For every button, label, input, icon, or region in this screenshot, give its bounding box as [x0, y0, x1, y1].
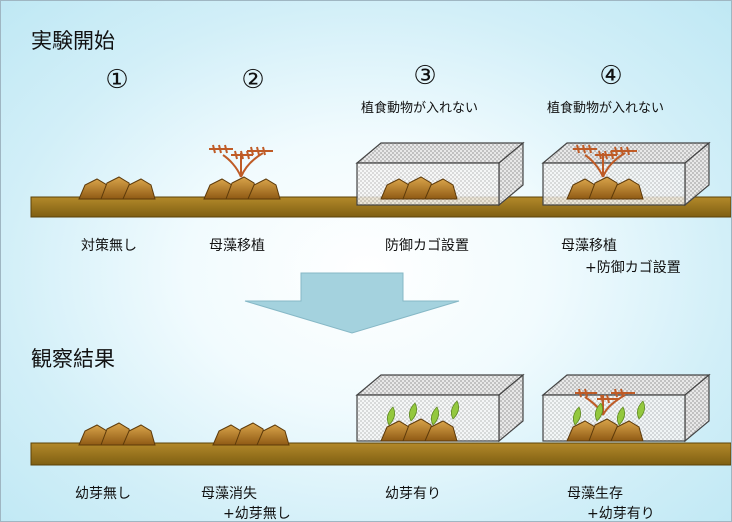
number-2: ② [241, 65, 265, 95]
mother-algae-icon [209, 144, 273, 178]
number-3: ③ [413, 61, 437, 91]
rock-group-6 [212, 422, 290, 446]
mother-algae-icon [573, 144, 637, 178]
ground-bar-bottom [30, 442, 731, 466]
rock-group-8 [566, 418, 644, 442]
rock-group-7 [380, 418, 458, 442]
rock-group-5 [78, 422, 156, 446]
start-title: 実験開始 [31, 29, 115, 53]
result-label-4-line1: 母藻生存 [567, 486, 623, 502]
sprout-icons [386, 400, 460, 426]
rock-group-2 [203, 176, 281, 200]
cage-caption-3: 植食動物が入れない [361, 101, 479, 116]
down-arrow-icon [244, 272, 460, 334]
start-label-4-line1: 母藻移植 [561, 238, 617, 254]
rock-group-1 [78, 176, 156, 200]
result-label-2-line2: +幼芽無し [223, 506, 291, 522]
result-label-1: 幼芽無し [75, 486, 131, 502]
result-title: 観察結果 [31, 347, 115, 371]
start-label-4-line2: +防御カゴ設置 [585, 260, 681, 276]
number-1: ① [105, 65, 129, 95]
rock-group-4 [566, 176, 644, 200]
rock-group-3 [380, 176, 458, 200]
result-label-2-line1: 母藻消失 [201, 486, 257, 502]
result-label-3: 幼芽有り [385, 486, 441, 502]
start-label-3: 防御カゴ設置 [385, 238, 469, 254]
cage-caption-4: 植食動物が入れない [547, 101, 665, 116]
number-4: ④ [599, 61, 623, 91]
start-label-2: 母藻移植 [209, 238, 265, 254]
result-label-4-line2: +幼芽有り [587, 506, 655, 522]
sprout-icons [572, 400, 646, 426]
start-label-1: 対策無し [81, 238, 137, 254]
